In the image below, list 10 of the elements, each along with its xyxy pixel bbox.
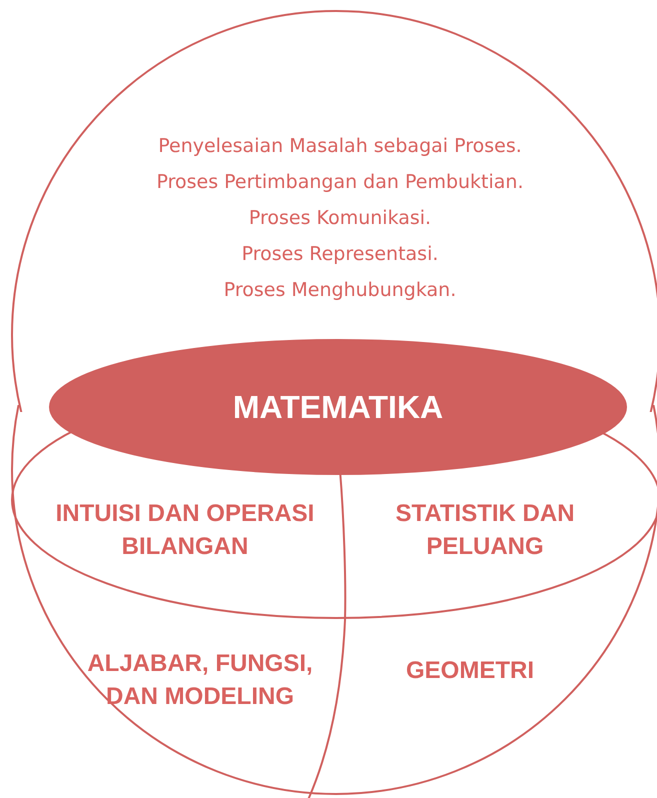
process-statement: Proses Komunikasi.	[248, 206, 432, 230]
process-statement: Proses Menghubungkan.	[224, 278, 456, 302]
process-statement: Proses Representasi.	[242, 242, 438, 266]
region-label: GEOMETRI	[406, 656, 534, 686]
process-statement: Proses Pertimbangan dan Pembuktian.	[156, 170, 524, 194]
title-label: MATEMATIKA	[232, 388, 444, 426]
process-statement: Penyelesaian Masalah sebagai Proses.	[158, 134, 522, 158]
region-label: STATISTIK DAN PELUANG	[394, 499, 576, 562]
region-label: INTUISI DAN OPERASI BILANGAN	[54, 499, 316, 562]
region-label: ALJABAR, FUNGSI, DAN MODELING	[86, 649, 314, 712]
